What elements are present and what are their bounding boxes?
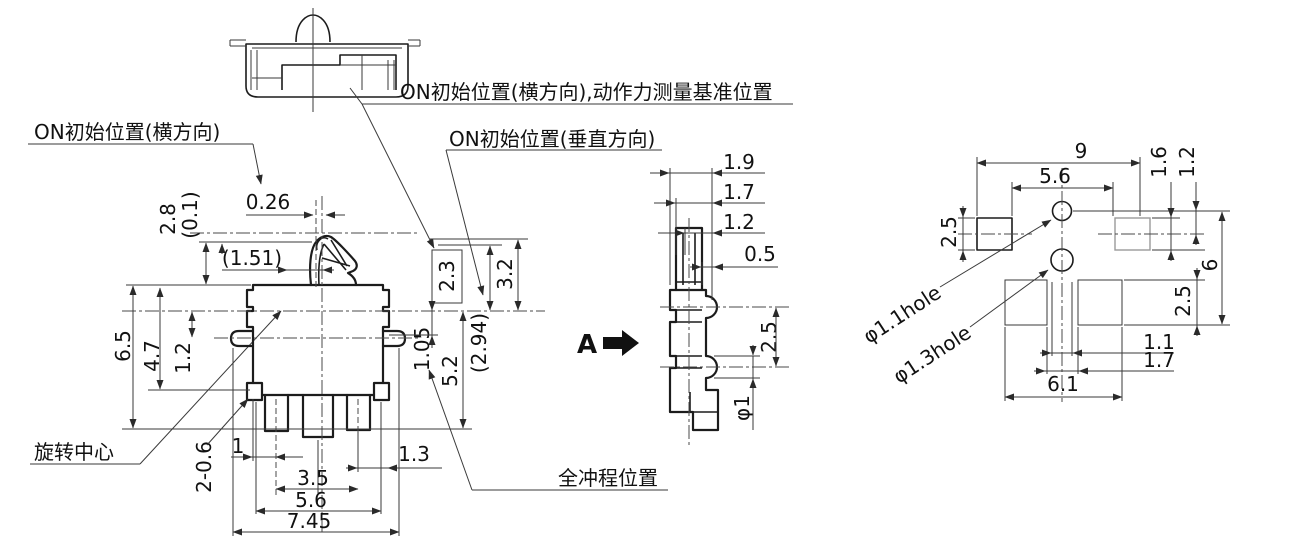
dim-fp-pad-height-bottom: 2.5 bbox=[1171, 285, 1195, 317]
dim-front-free-pos: 3.2 bbox=[493, 258, 517, 290]
label-full-stroke-position: 全冲程位置 bbox=[558, 466, 658, 490]
dim-side-boss-dia: φ1 bbox=[730, 395, 754, 421]
dim-fp-slot-pitch: 1.7 bbox=[1143, 348, 1175, 372]
dim-front-offset: 0.26 bbox=[246, 190, 291, 214]
dim-side-width-mid: 1.7 bbox=[723, 180, 755, 204]
dim-side-width-lower: 1.2 bbox=[723, 210, 755, 234]
front-view bbox=[122, 196, 545, 535]
top-view bbox=[229, 8, 421, 112]
dim-front-corner-tabs: 2-0.6 bbox=[192, 441, 216, 493]
footprint-view bbox=[958, 168, 1205, 402]
dim-front-terminal-to-tab: 1.3 bbox=[398, 442, 430, 466]
dim-side-protrusion: 0.5 bbox=[744, 242, 776, 266]
dim-front-on-pos-vertical: (2.94) bbox=[467, 313, 491, 373]
dim-front-tolerance: (0.1) bbox=[178, 191, 202, 238]
dim-fp-overall-height: 6 bbox=[1198, 259, 1222, 272]
view-a-arrow-icon bbox=[603, 330, 639, 356]
callout-labels: ON初始位置(横方向),动作力测量基准位置 ON初始位置(垂直方向) ON初始位… bbox=[28, 80, 793, 491]
footprint-dimensions: 9 5.6 1.6 1.2 6 2.5 2.5 1.1 1.7 6.1 φ1.1… bbox=[859, 139, 1230, 401]
view-a-label: A bbox=[577, 330, 597, 360]
dim-side-boss-pitch: 2.5 bbox=[757, 321, 781, 353]
dim-front-height-top: 2.8 bbox=[156, 203, 180, 235]
dim-side-width-top: 1.9 bbox=[723, 150, 755, 174]
side-view: A bbox=[577, 218, 790, 448]
label-on-initial-vertical: ON初始位置(垂直方向) bbox=[449, 127, 655, 151]
dim-fp-pad-height-right: 1.6 bbox=[1147, 146, 1171, 178]
dim-fp-slot-width: 1.1 bbox=[1143, 330, 1175, 354]
dim-front-terminal-pitch: 3.5 bbox=[297, 466, 329, 490]
dim-fp-hole-large: φ1.3hole bbox=[889, 320, 976, 388]
label-rotation-center: 旋转中心 bbox=[34, 440, 114, 464]
dim-front-full-stroke: 1.05 bbox=[410, 327, 434, 372]
dim-front-offset-ref: (1.51) bbox=[222, 246, 282, 270]
dim-front-tab-offset: 1.2 bbox=[171, 342, 195, 374]
dim-front-edge-to-terminal: 1 bbox=[232, 434, 245, 458]
front-view-dimensions: 0.26 (1.51) 2.8 (0.1) 2.3 3.2 (2.94) 1.0… bbox=[111, 190, 528, 536]
label-on-initial-horizontal-top: ON初始位置(横方向),动作力测量基准位置 bbox=[400, 80, 773, 104]
label-on-initial-horizontal-left: ON初始位置(横方向) bbox=[34, 120, 220, 144]
dim-fp-bottom-pad-span: 6.1 bbox=[1047, 372, 1079, 396]
dim-fp-overall-width: 9 bbox=[1075, 139, 1088, 163]
dim-front-total-height: 6.5 bbox=[111, 330, 135, 362]
dim-fp-pad-offset-right: 1.2 bbox=[1175, 146, 1199, 178]
dim-front-total-width: 7.45 bbox=[287, 509, 332, 533]
dim-fp-pad-span: 5.6 bbox=[1039, 164, 1071, 188]
dim-front-center-to-board: 5.2 bbox=[438, 355, 462, 387]
dim-fp-pad-height-left: 2.5 bbox=[937, 216, 961, 248]
side-view-dimensions: 1.9 1.7 1.2 0.5 2.5 φ1 bbox=[650, 150, 781, 430]
dim-front-on-pos-boxed: 2.3 bbox=[435, 260, 459, 292]
dim-fp-hole-small: φ1.1hole bbox=[859, 280, 946, 348]
